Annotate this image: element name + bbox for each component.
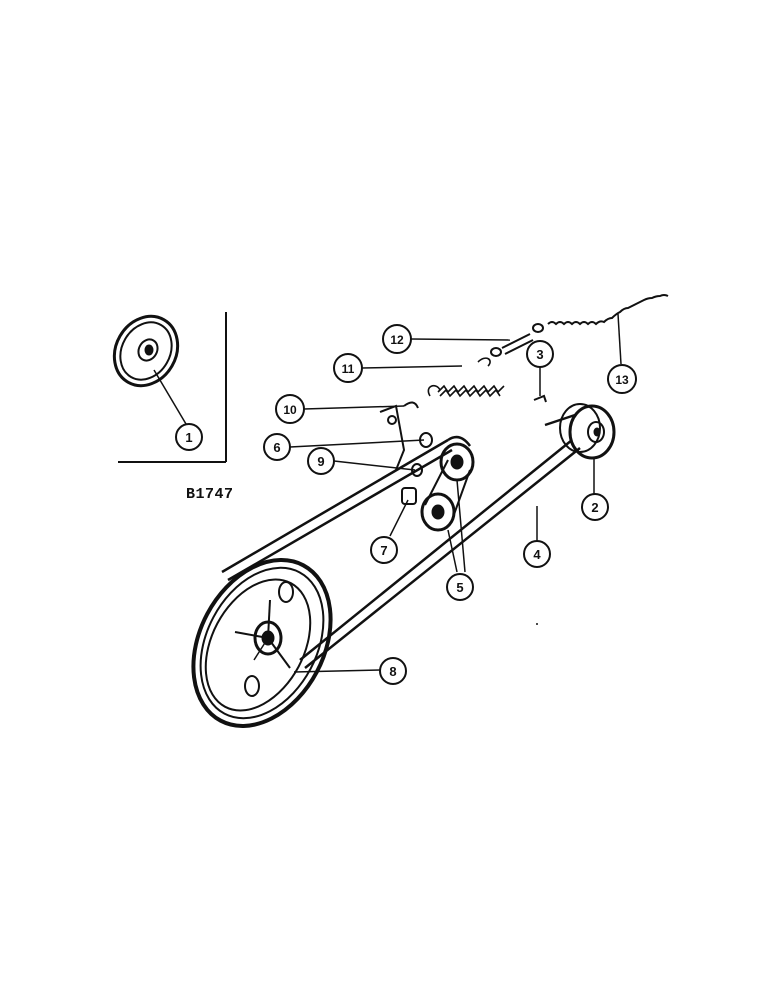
bracket-drawing — [379, 404, 433, 505]
svg-text:8: 8 — [389, 664, 396, 679]
svg-text:7: 7 — [380, 543, 387, 558]
callout-10: 10 — [275, 394, 305, 424]
inset-frame — [118, 312, 227, 463]
callout-3: 3 — [526, 340, 554, 368]
idler-pulleys-drawing — [420, 442, 475, 532]
turnbuckle-drawing — [490, 323, 544, 357]
tension-spring-drawing — [427, 357, 505, 398]
svg-text:1: 1 — [185, 430, 192, 445]
callout-4: 4 — [523, 540, 551, 568]
svg-text:4: 4 — [533, 547, 541, 562]
svg-text:9: 9 — [317, 454, 324, 469]
callout-12: 12 — [382, 324, 412, 354]
svg-text:2: 2 — [591, 500, 598, 515]
v-belt-drawing — [221, 413, 581, 669]
callout-9: 9 — [307, 447, 335, 475]
callout-6: 6 — [263, 433, 291, 461]
large-pulley-drawing — [191, 558, 333, 728]
callout-11: 11 — [333, 353, 363, 383]
stray-dot — [536, 623, 538, 625]
svg-text:5: 5 — [456, 580, 463, 595]
callout-1: 1 — [175, 423, 203, 451]
svg-text:11: 11 — [342, 362, 355, 376]
callout-8: 8 — [379, 657, 407, 685]
svg-text:13: 13 — [615, 373, 629, 387]
svg-text:6: 6 — [273, 440, 280, 455]
callouts: 1 2 3 4 5 6 7 8 9 10 11 12 13 — [175, 324, 637, 685]
callout-7: 7 — [370, 536, 398, 564]
callout-13: 13 — [607, 364, 637, 394]
svg-text:12: 12 — [390, 333, 404, 347]
figure-reference-code: B1747 — [186, 486, 234, 503]
spring-clip-drawing — [403, 401, 419, 409]
svg-text:10: 10 — [283, 403, 297, 417]
leader-lines — [153, 313, 622, 673]
chain-drawing — [547, 294, 669, 326]
pulley-inset-drawing — [112, 314, 180, 388]
cotter-pin-drawing — [533, 394, 547, 403]
svg-text:3: 3 — [536, 347, 543, 362]
callout-5: 5 — [446, 573, 474, 601]
callout-2: 2 — [581, 493, 609, 521]
drive-pulley-drawing — [559, 403, 616, 460]
